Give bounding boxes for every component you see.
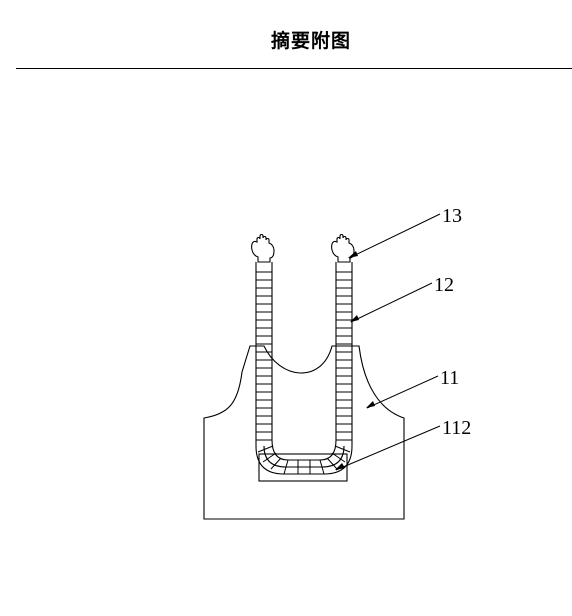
base-body-outline (203, 345, 405, 520)
leader-lines (335, 213, 441, 471)
ref-label-12: 12 (434, 274, 454, 296)
ref-label-11: 11 (440, 367, 459, 389)
arm-tube-inner (271, 262, 337, 461)
left-arm-segments (256, 271, 272, 441)
header-divider (16, 68, 572, 69)
holder-block (258, 453, 348, 482)
arm-tube-bend-line (263, 445, 345, 468)
ref-label-13: 13 (442, 205, 462, 227)
page-title: 摘要附图 (270, 30, 351, 52)
ref-label-112: 112 (442, 417, 471, 439)
left-hand (251, 233, 275, 263)
bend-segments (257, 445, 351, 475)
leader-arrowheads (335, 251, 375, 470)
right-hand (331, 233, 355, 263)
right-arm-segments (336, 271, 352, 441)
arm-tube-outer (255, 262, 353, 475)
